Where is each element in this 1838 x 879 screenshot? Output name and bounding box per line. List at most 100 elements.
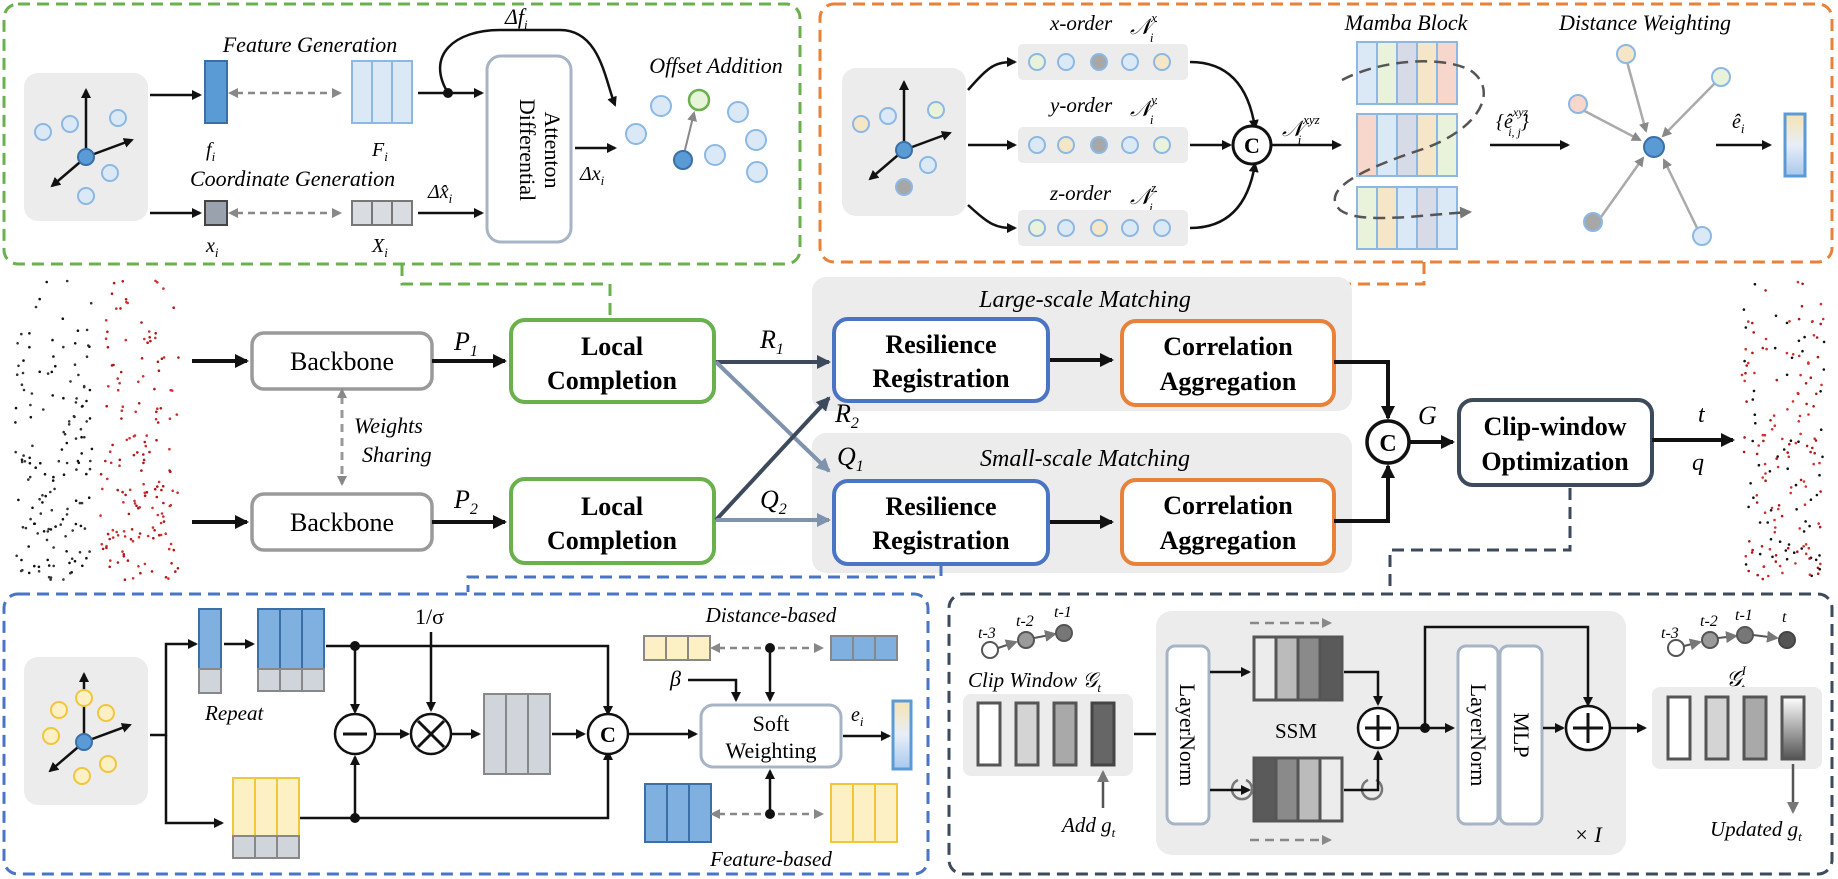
add-g-label: Add gt bbox=[1060, 813, 1116, 840]
mlp-box bbox=[1498, 644, 1544, 826]
point-cloud-dot bbox=[1776, 465, 1780, 469]
svg-text:Optimization: Optimization bbox=[1481, 447, 1629, 476]
point-cloud-dot bbox=[1763, 433, 1767, 437]
point-cloud-dot bbox=[1794, 483, 1798, 487]
point-cloud-dot bbox=[1814, 439, 1818, 442]
point-cloud-dot bbox=[1797, 354, 1801, 358]
point-cloud-dot bbox=[127, 512, 131, 516]
point-cloud-dot bbox=[88, 417, 92, 420]
svg-text:t-2: t-2 bbox=[1016, 613, 1034, 630]
point-cloud-dot bbox=[1796, 550, 1799, 553]
point-cloud-dot bbox=[62, 578, 65, 581]
point-cloud-dot bbox=[1753, 282, 1757, 286]
point-cloud-dot bbox=[168, 469, 171, 472]
point-cloud-dot bbox=[1802, 530, 1806, 533]
point-cloud-dot bbox=[80, 405, 84, 408]
point-cloud-dot bbox=[1816, 572, 1820, 575]
clip-window-label: Clip Window 𝒢t bbox=[968, 668, 1101, 695]
svg-text:t-3: t-3 bbox=[978, 625, 996, 642]
point-cloud-dot bbox=[168, 417, 172, 421]
point-cloud-dot bbox=[108, 565, 111, 569]
point-cloud-dot bbox=[1786, 467, 1789, 471]
point-cloud-dot bbox=[1782, 448, 1786, 451]
mamba-block bbox=[1356, 41, 1458, 250]
point-cloud-dot bbox=[1788, 442, 1791, 446]
point-cloud-dot bbox=[80, 435, 83, 439]
point-cloud-dot bbox=[1809, 498, 1813, 502]
point-cloud-dot bbox=[1745, 364, 1748, 367]
R1-label: R1 bbox=[759, 325, 784, 358]
point-cloud-dot bbox=[47, 527, 50, 531]
point-cloud-dot bbox=[29, 415, 33, 419]
point-cloud-dot bbox=[123, 535, 127, 538]
point-cloud-dot bbox=[46, 558, 49, 562]
e-i-vector bbox=[891, 699, 913, 771]
point-cloud-dot bbox=[1778, 540, 1782, 543]
P2-label: P2 bbox=[453, 485, 478, 518]
point-cloud-dot bbox=[124, 493, 127, 497]
point-cloud-dot bbox=[174, 570, 177, 573]
point-cloud-dot bbox=[1749, 482, 1752, 485]
point-cloud-dot bbox=[132, 453, 136, 457]
point-cloud-dot bbox=[47, 575, 51, 579]
distance-based-label: Distance-based bbox=[705, 603, 837, 627]
point-cloud-dot bbox=[119, 307, 122, 310]
point-cloud-dot bbox=[156, 421, 160, 424]
point-cloud-dot bbox=[77, 461, 81, 465]
svg-text:Resilience: Resilience bbox=[885, 330, 996, 359]
point-cloud-dot bbox=[160, 488, 163, 492]
main-pipeline: Large-scale Matching Small-scale Matchin… bbox=[192, 277, 1735, 573]
point-cloud-dot bbox=[172, 306, 175, 310]
point-cloud-dot bbox=[27, 478, 30, 481]
point-cloud-dot bbox=[80, 452, 83, 455]
soft-weighting-box bbox=[699, 703, 843, 769]
concat-node-mamba bbox=[1231, 124, 1273, 166]
point-cloud-dot bbox=[1774, 560, 1778, 563]
ssm-block-bottom bbox=[1252, 756, 1344, 823]
point-cloud-dot bbox=[121, 405, 125, 409]
point-cloud-dot bbox=[1747, 361, 1750, 365]
point-cloud-dot bbox=[175, 413, 179, 416]
q-output-label: q bbox=[1692, 450, 1704, 476]
point-cloud-dot bbox=[169, 542, 173, 546]
point-cloud-dot bbox=[120, 417, 123, 420]
point-cloud-dot bbox=[121, 550, 124, 553]
delta-f-label: Δfi bbox=[504, 4, 528, 32]
point-cloud-dot bbox=[73, 342, 77, 345]
point-cloud-dot bbox=[156, 360, 160, 364]
svg-text:LayerNorm: LayerNorm bbox=[1466, 684, 1491, 787]
point-cloud-dot bbox=[75, 468, 78, 471]
point-cloud-dot bbox=[1780, 514, 1784, 518]
output-point-cloud bbox=[1740, 280, 1826, 581]
point-cloud-dot bbox=[66, 507, 69, 511]
point-cloud-dot bbox=[1808, 557, 1811, 560]
point-cloud-dot bbox=[90, 447, 94, 451]
point-cloud-dot bbox=[122, 501, 125, 504]
point-cloud-dot bbox=[1781, 437, 1784, 441]
point-cloud-dot bbox=[1807, 413, 1810, 416]
point-cloud-dot bbox=[39, 512, 43, 515]
point-cloud-dot bbox=[1818, 525, 1822, 529]
gray-distance-block bbox=[483, 693, 551, 775]
point-cloud-dot bbox=[148, 336, 151, 339]
point-cloud-dot bbox=[1809, 376, 1813, 380]
point-cloud-dot bbox=[1773, 518, 1776, 522]
point-cloud-dot bbox=[1785, 373, 1789, 377]
point-cloud-dot bbox=[1819, 562, 1822, 566]
point-cloud-dot bbox=[34, 305, 38, 309]
point-cloud-dot bbox=[1743, 379, 1746, 383]
point-cloud-dot bbox=[1797, 317, 1801, 321]
point-cloud-dot bbox=[20, 458, 24, 462]
point-cloud-dot bbox=[1785, 351, 1789, 355]
point-cloud-dot bbox=[116, 561, 120, 564]
point-cloud-dot bbox=[1794, 562, 1797, 565]
point-cloud-dot bbox=[121, 490, 124, 494]
point-cloud-dot bbox=[1772, 414, 1776, 417]
point-cloud-dot bbox=[1819, 390, 1822, 393]
point-cloud-dot bbox=[168, 447, 171, 451]
point-cloud-dot bbox=[1795, 508, 1798, 511]
point-cloud-dot bbox=[37, 565, 41, 569]
point-cloud-dot bbox=[78, 501, 82, 505]
point-cloud-dot bbox=[1774, 526, 1777, 529]
